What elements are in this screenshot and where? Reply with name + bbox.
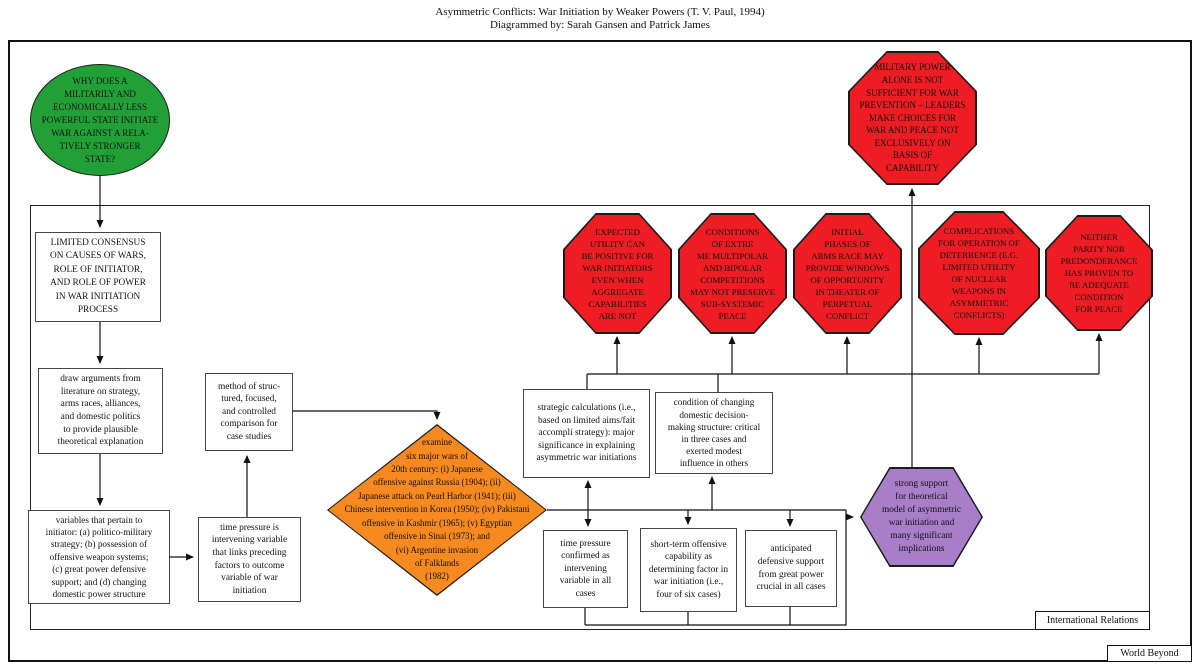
box-method: method of struc- tured, focused, and con… (205, 373, 293, 451)
diagram-title: Asymmetric Conflicts: War Initiation by … (435, 6, 765, 18)
frame-international-relations (30, 205, 1150, 630)
six-wars-text: examine six major wars of 20th century: … (344, 437, 530, 582)
box-time-pressure-intervening: time pressure is intervening variable th… (198, 517, 301, 602)
military-power-text: MILITARY POWER ALONE IS NOT SUFFICIENT F… (859, 62, 966, 174)
time-pressure-intervening-text: time pressure is intervening variable th… (211, 522, 288, 596)
box-anticipated-defensive: anticipated defensive support from great… (745, 530, 837, 607)
time-pressure-confirmed-text: time pressure confirmed as intervening v… (559, 538, 612, 599)
condition-changing-text: condition of changing domestic decision-… (667, 397, 761, 469)
expected-utility-text: EXPECTED UTILITY CAN BE POSITIVE FOR WAR… (581, 226, 654, 321)
short-term-offensive-text: short-term offensive capability as deter… (648, 539, 729, 600)
neither-parity-text: NEITHER PARITY NOR PREDONDERANCE HAS PRO… (1060, 232, 1138, 314)
octagon-initial-phases: INITIAL PHASES OF ARMS RACE MAY PROVIDE … (793, 213, 902, 334)
octagon-conditions-extreme: CONDITIONS OF EXTRE ME MULTIPOLAR AND BI… (678, 213, 787, 334)
box-condition-changing: condition of changing domestic decision-… (655, 392, 773, 474)
draw-arguments-text: draw arguments from literature on strate… (57, 374, 144, 448)
label-international-relations: International Relations (1035, 611, 1150, 630)
question-text: WHY DOES A MILITARILY AND ECONOMICALLY L… (41, 75, 159, 164)
octagon-expected-utility: EXPECTED UTILITY CAN BE POSITIVE FOR WAR… (563, 213, 672, 334)
octagon-military-power: MILITARY POWER ALONE IS NOT SUFFICIENT F… (848, 51, 977, 185)
initial-phases-text: INITIAL PHASES OF ARMS RACE MAY PROVIDE … (805, 226, 890, 321)
question-ellipse: WHY DOES A MILITARILY AND ECONOMICALLY L… (30, 64, 170, 176)
limited-consensus-text: LIMITED CONSENSUS ON CAUSES OF WARS, ROL… (50, 237, 146, 316)
conditions-extreme-text: CONDITIONS OF EXTRE ME MULTIPOLAR AND BI… (689, 226, 775, 321)
diagram-subtitle: Diagrammed by: Sarah Gansen and Patrick … (490, 19, 710, 31)
decision-diamond-six-wars: examine six major wars of 20th century: … (327, 424, 547, 596)
box-variables: variables that pertain to initiator: (a)… (28, 510, 170, 604)
strategic-calculations-text: strategic calculations (i.e., based on l… (536, 403, 637, 464)
octagon-complications-deterrence: COMPLICATIONS FOR OPERATION OF DETERRENC… (918, 211, 1040, 335)
hexagon-strong-support: strong support for theoretical model of … (860, 467, 983, 567)
complications-deterrence-text: COMPLICATIONS FOR OPERATION OF DETERRENC… (938, 226, 1020, 320)
method-text: method of struc- tured, focused, and con… (218, 381, 280, 442)
box-draw-arguments: draw arguments from literature on strate… (38, 368, 163, 454)
anticipated-defensive-text: anticipated defensive support from great… (756, 544, 826, 593)
variables-text: variables that pertain to initiator: (a)… (45, 514, 153, 600)
box-time-pressure-confirmed: time pressure confirmed as intervening v… (543, 530, 628, 608)
octagon-neither-parity: NEITHER PARITY NOR PREDONDERANCE HAS PRO… (1045, 215, 1153, 331)
frame-world-beyond (8, 40, 1192, 662)
box-short-term-offensive: short-term offensive capability as deter… (640, 528, 737, 612)
strong-support-text: strong support for theoretical model of … (881, 479, 961, 554)
diagram-title-block: Asymmetric Conflicts: War Initiation by … (0, 6, 1200, 32)
label-world-beyond: World Beyond (1107, 645, 1192, 662)
box-strategic-calculations: strategic calculations (i.e., based on l… (523, 389, 650, 478)
box-limited-consensus: LIMITED CONSENSUS ON CAUSES OF WARS, ROL… (35, 232, 161, 322)
